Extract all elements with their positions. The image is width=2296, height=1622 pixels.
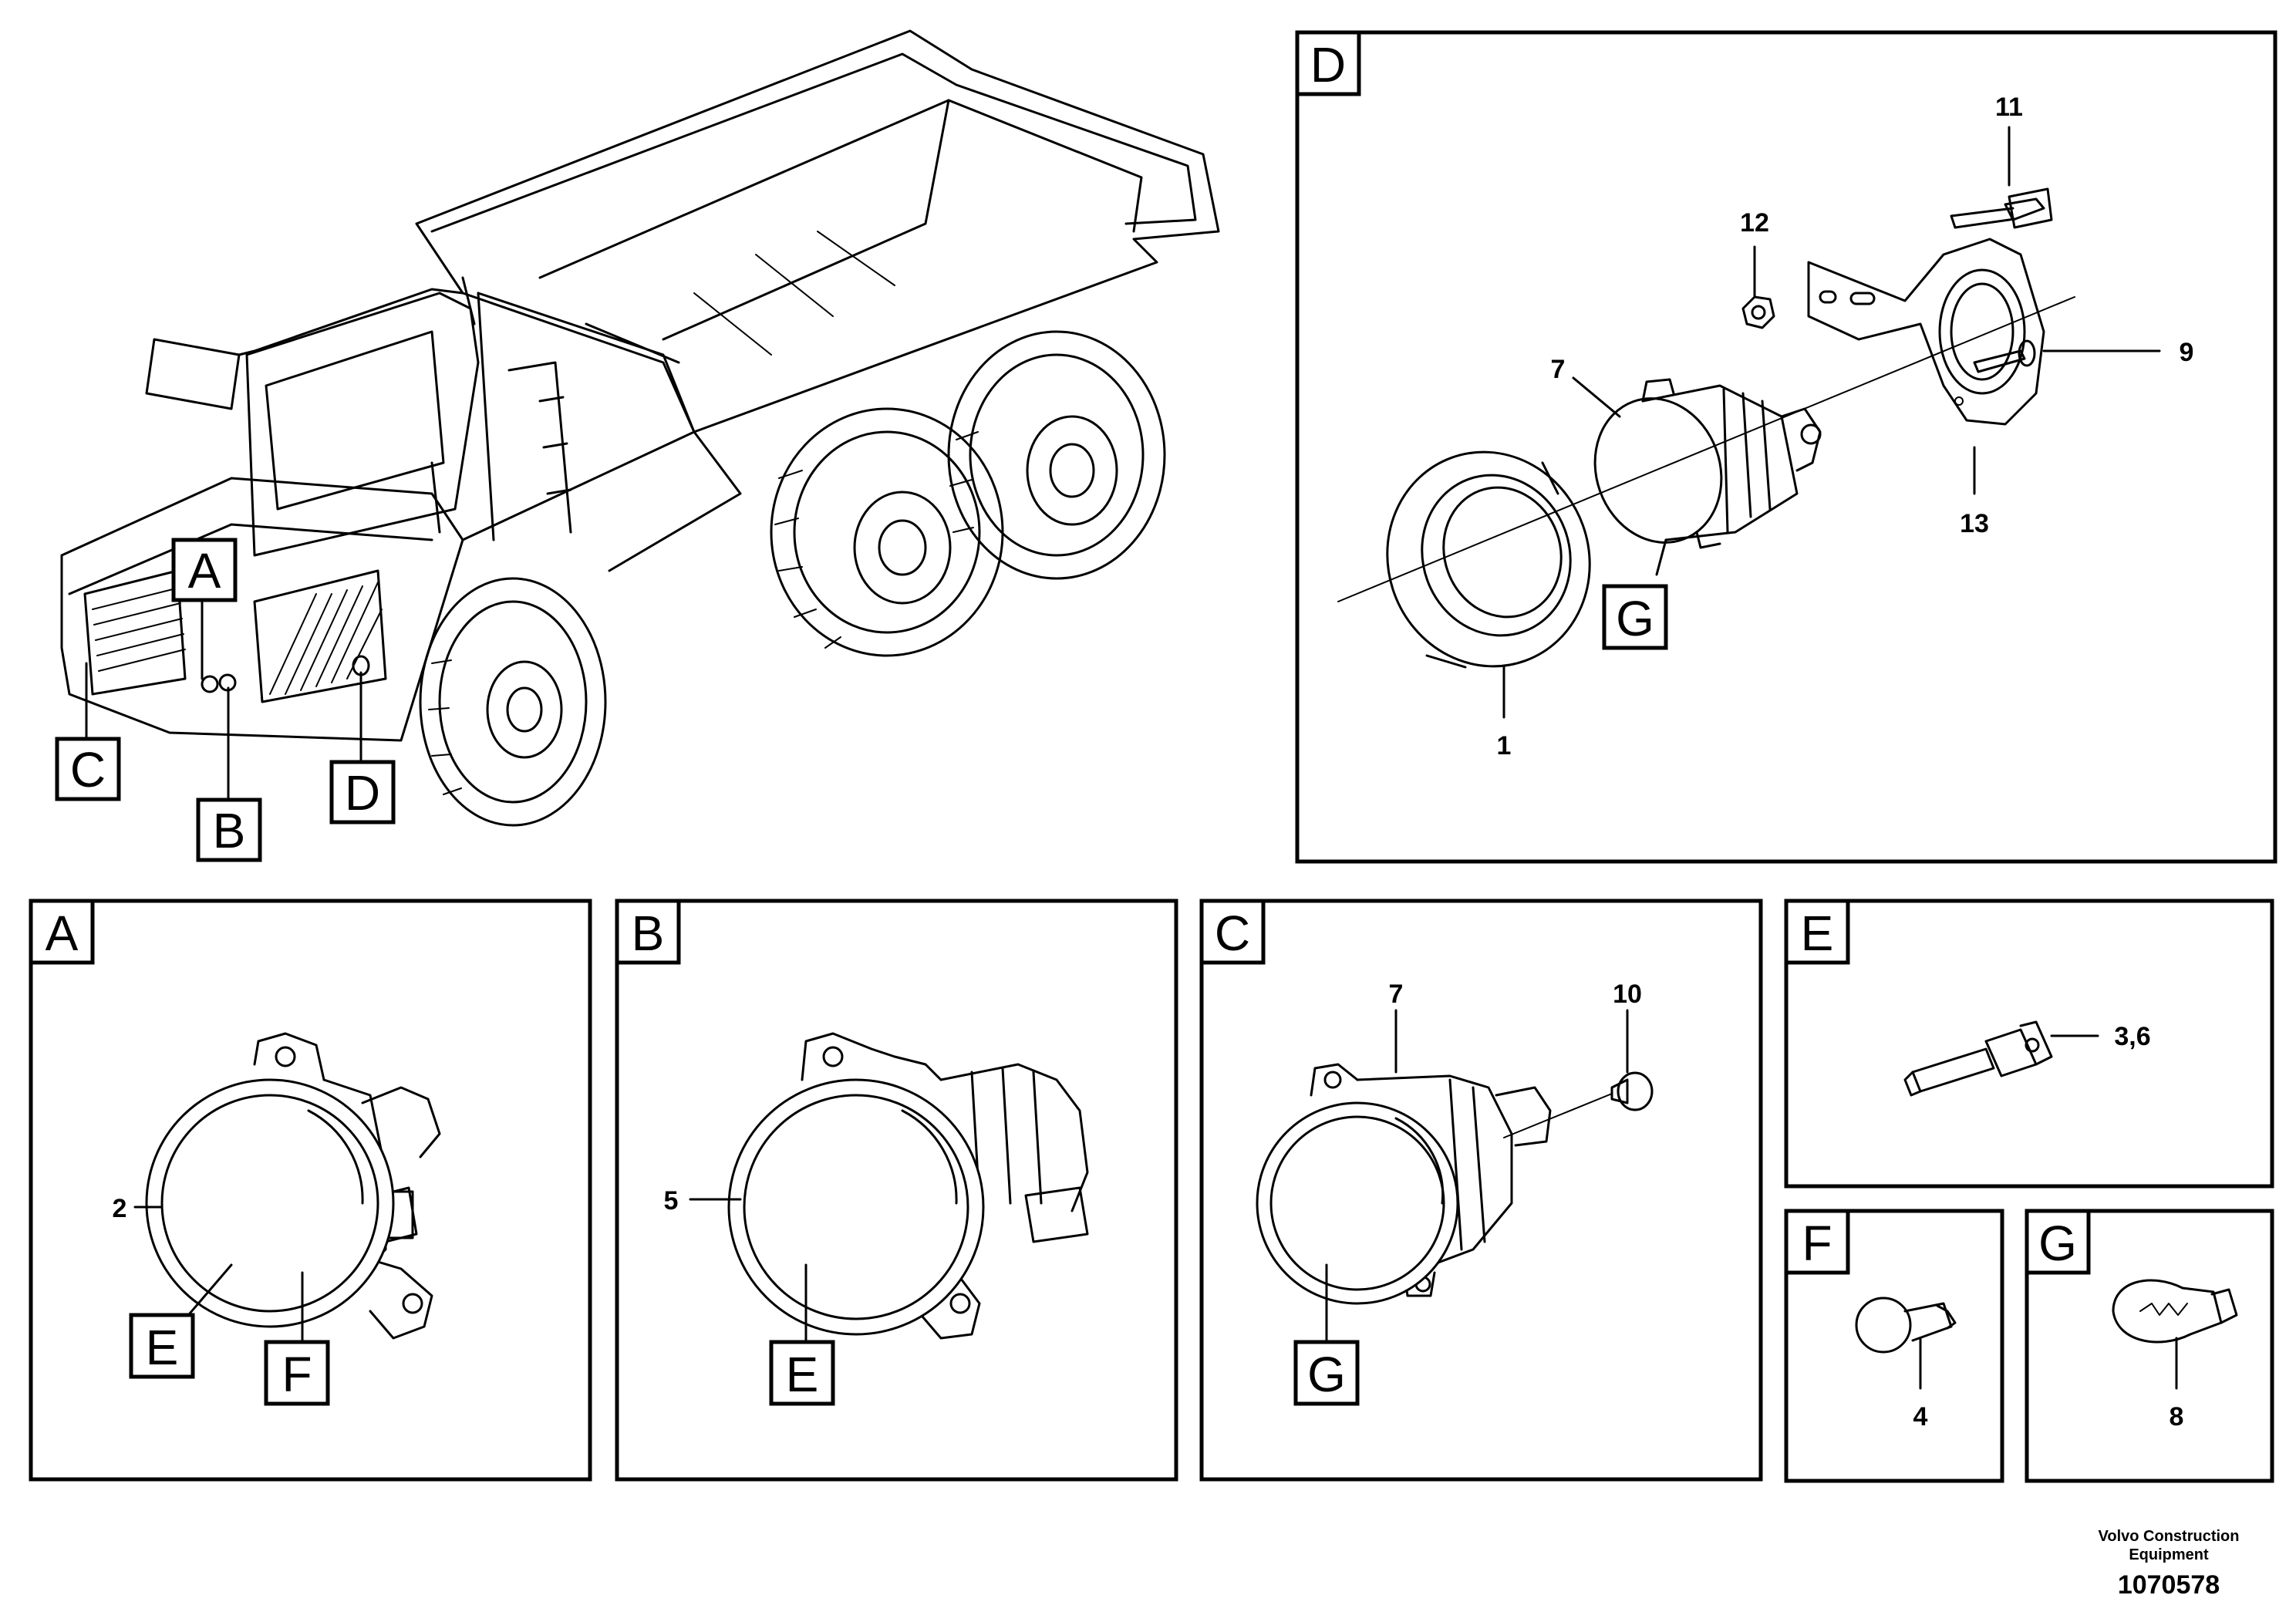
- part-number-7: 7: [1551, 355, 1566, 384]
- svg-text:D: D: [345, 765, 380, 821]
- articulated-hauler-illustration: [60, 29, 1220, 827]
- panel-E: E 3,6: [1784, 899, 2274, 1189]
- part-number-10: 10: [1613, 980, 1642, 1009]
- svg-text:F: F: [282, 1347, 312, 1402]
- callout-C: C: [55, 737, 121, 801]
- panel-C: C 7 10 G: [1199, 899, 1763, 1482]
- part-number-4: 4: [1913, 1402, 1928, 1431]
- panel-G: G 8: [2025, 1209, 2274, 1483]
- part-number-8: 8: [2170, 1402, 2184, 1431]
- footer-company: Volvo Construction Equipment: [2098, 1528, 2240, 1563]
- part-number-11: 11: [1995, 93, 2023, 122]
- callout-D: D: [329, 760, 396, 824]
- svg-text:E: E: [146, 1320, 179, 1375]
- svg-text:F: F: [1802, 1216, 1832, 1271]
- panel-B: B 5 E: [615, 899, 1178, 1482]
- svg-text:D: D: [1310, 37, 1346, 93]
- panel-A: A 2 E F: [29, 899, 592, 1482]
- svg-text:C: C: [1215, 905, 1250, 961]
- svg-text:G: G: [1307, 1347, 1346, 1402]
- svg-text:G: G: [2038, 1216, 2077, 1271]
- svg-text:E: E: [1801, 905, 1834, 961]
- part-number-7: 7: [1389, 980, 1404, 1009]
- svg-text:B: B: [632, 905, 665, 961]
- svg-text:C: C: [70, 742, 106, 798]
- part-number-3-6: 3,6: [2114, 1022, 2150, 1051]
- svg-text:A: A: [46, 905, 79, 961]
- drawing-number: 1070578: [2117, 1570, 2220, 1600]
- part-number-13: 13: [1960, 509, 1989, 538]
- panel-D: D G 11: [1295, 30, 2277, 864]
- callout-B: B: [196, 798, 262, 862]
- svg-text:G: G: [1616, 591, 1654, 646]
- part-number-1: 1: [1497, 731, 1512, 760]
- svg-text:A: A: [188, 543, 221, 599]
- panel-F: F 4: [1784, 1209, 2004, 1483]
- svg-text:E: E: [786, 1347, 819, 1402]
- svg-text:B: B: [213, 803, 246, 858]
- part-number-2: 2: [113, 1194, 127, 1223]
- part-number-9: 9: [2180, 338, 2194, 367]
- part-number-5: 5: [664, 1186, 679, 1216]
- callout-A: A: [171, 538, 238, 602]
- part-number-12: 12: [1740, 208, 1769, 238]
